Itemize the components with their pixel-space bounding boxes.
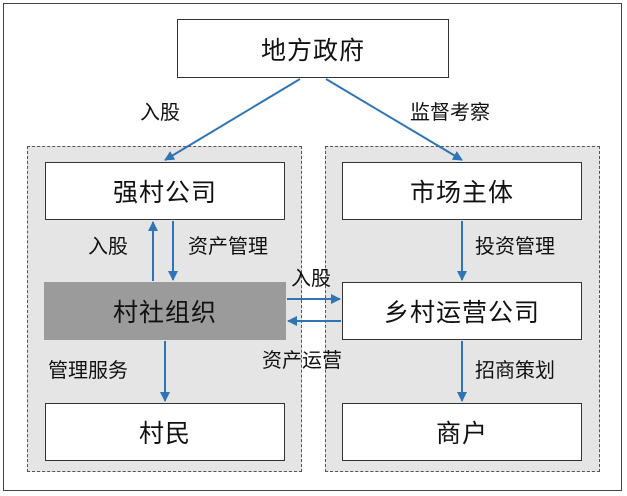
node-gov: 地方政府	[177, 19, 449, 78]
arrow-gov-to-strong	[164, 78, 301, 161]
label-org-to-rural: 入股	[291, 266, 331, 290]
arrow-gov-to-market	[325, 78, 463, 161]
label-gov-to-strong: 入股	[140, 100, 180, 124]
label-strong-to-org: 资产管理	[188, 234, 268, 258]
label-market-to-rural: 投资管理	[475, 234, 555, 258]
node-market: 市场主体	[342, 162, 582, 220]
node-villagers: 村民	[45, 403, 285, 461]
node-village-org: 村社组织	[44, 282, 286, 340]
label-org-to-villagers: 管理服务	[48, 358, 128, 382]
label-gov-to-market: 监督考察	[410, 100, 490, 124]
label-org-to-strong: 入股	[88, 234, 128, 258]
label-rural-to-org: 资产运营	[262, 348, 342, 372]
node-strong-company: 强村公司	[45, 162, 285, 220]
node-rural-company: 乡村运营公司	[342, 282, 582, 340]
label-rural-to-merchants: 招商策划	[475, 358, 555, 382]
node-merchants: 商户	[342, 403, 582, 461]
